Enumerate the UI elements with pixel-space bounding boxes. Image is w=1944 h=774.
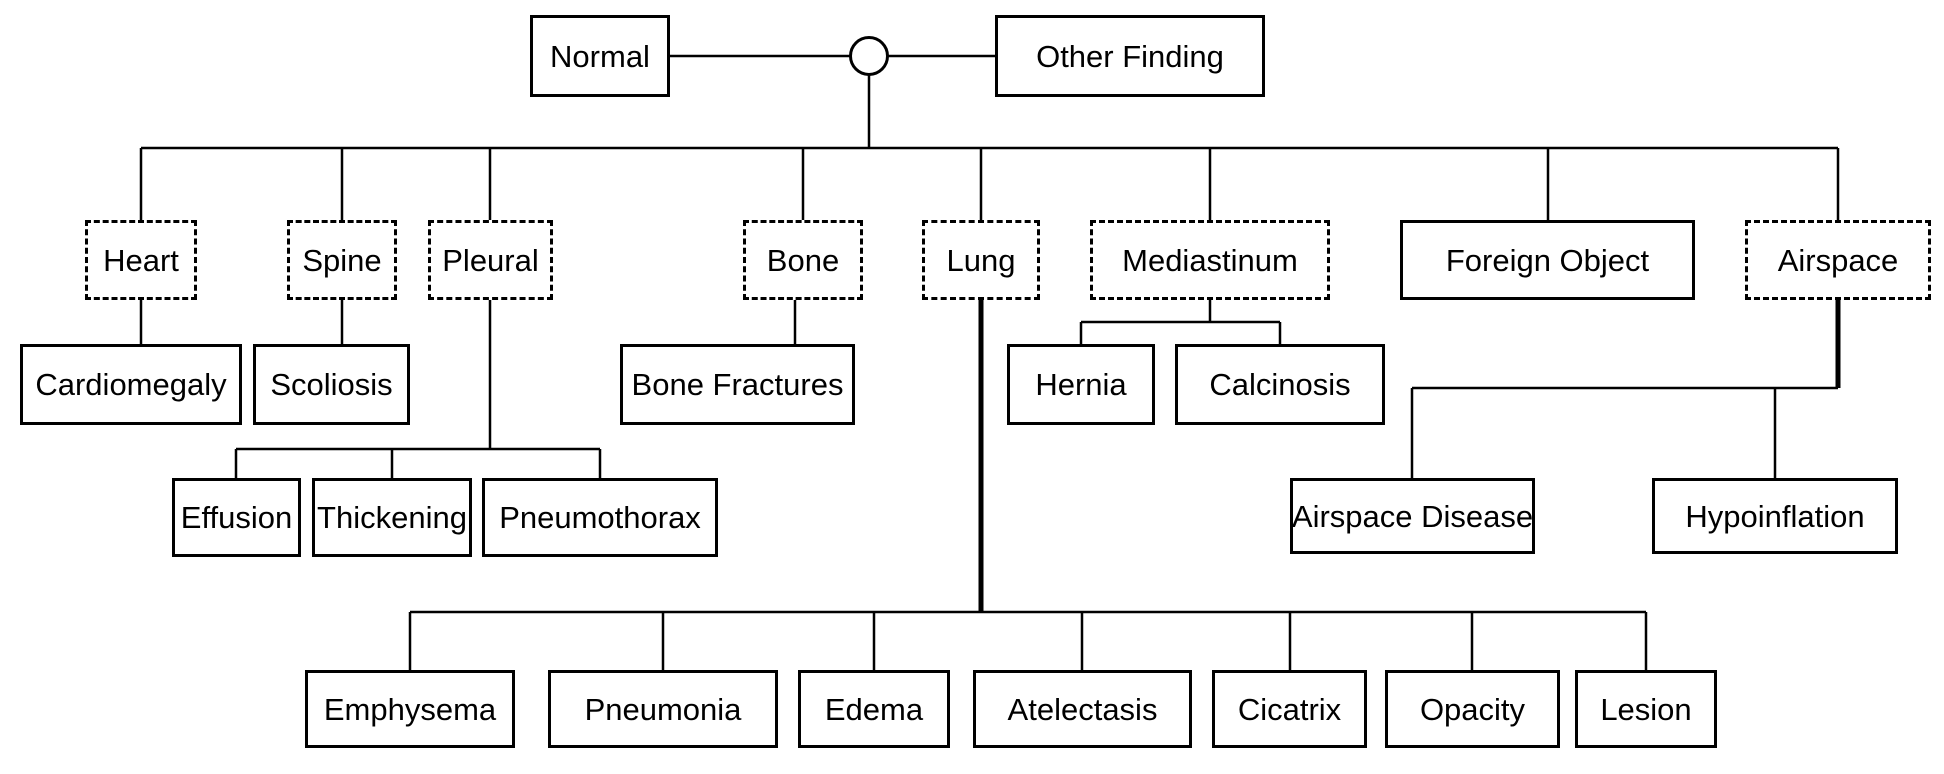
connector-pleural-children	[234, 299, 602, 479]
node-hernia: Hernia	[1007, 344, 1155, 425]
node-cicatrix: Cicatrix	[1212, 670, 1367, 748]
connector-lung-children	[408, 610, 1648, 671]
node-opacity: Opacity	[1385, 670, 1560, 748]
node-thickening: Thickening	[312, 478, 472, 557]
node-pneumothorax: Pneumothorax	[482, 478, 718, 557]
node-spine: Spine	[287, 220, 397, 300]
node-lung: Lung	[922, 220, 1040, 300]
node-normal: Normal	[530, 15, 670, 97]
node-atelectasis: Atelectasis	[973, 670, 1192, 748]
node-lesion: Lesion	[1575, 670, 1717, 748]
connector-mediastinum-children	[1079, 299, 1282, 345]
node-foreign-object: Foreign Object	[1400, 220, 1695, 300]
node-airspace: Airspace	[1745, 220, 1931, 300]
node-emphysema: Emphysema	[305, 670, 515, 748]
node-bone-fractures: Bone Fractures	[620, 344, 855, 425]
node-mediastinum: Mediastinum	[1090, 220, 1330, 300]
node-other-finding: Other Finding	[995, 15, 1265, 97]
node-edema: Edema	[798, 670, 950, 748]
node-calcinosis: Calcinosis	[1175, 344, 1385, 425]
node-scoliosis: Scoliosis	[253, 344, 410, 425]
node-cardiomegaly: Cardiomegaly	[20, 344, 242, 425]
node-bone: Bone	[743, 220, 863, 300]
node-pneumonia: Pneumonia	[548, 670, 778, 748]
node-airspace-disease: Airspace Disease	[1290, 478, 1535, 554]
node-pleural: Pleural	[428, 220, 553, 300]
node-hypoinflation: Hypoinflation	[1652, 478, 1898, 554]
junction-circle-icon	[849, 36, 889, 76]
connector-airspace-children	[1410, 386, 1838, 479]
node-effusion: Effusion	[172, 478, 301, 557]
node-heart: Heart	[85, 220, 197, 300]
